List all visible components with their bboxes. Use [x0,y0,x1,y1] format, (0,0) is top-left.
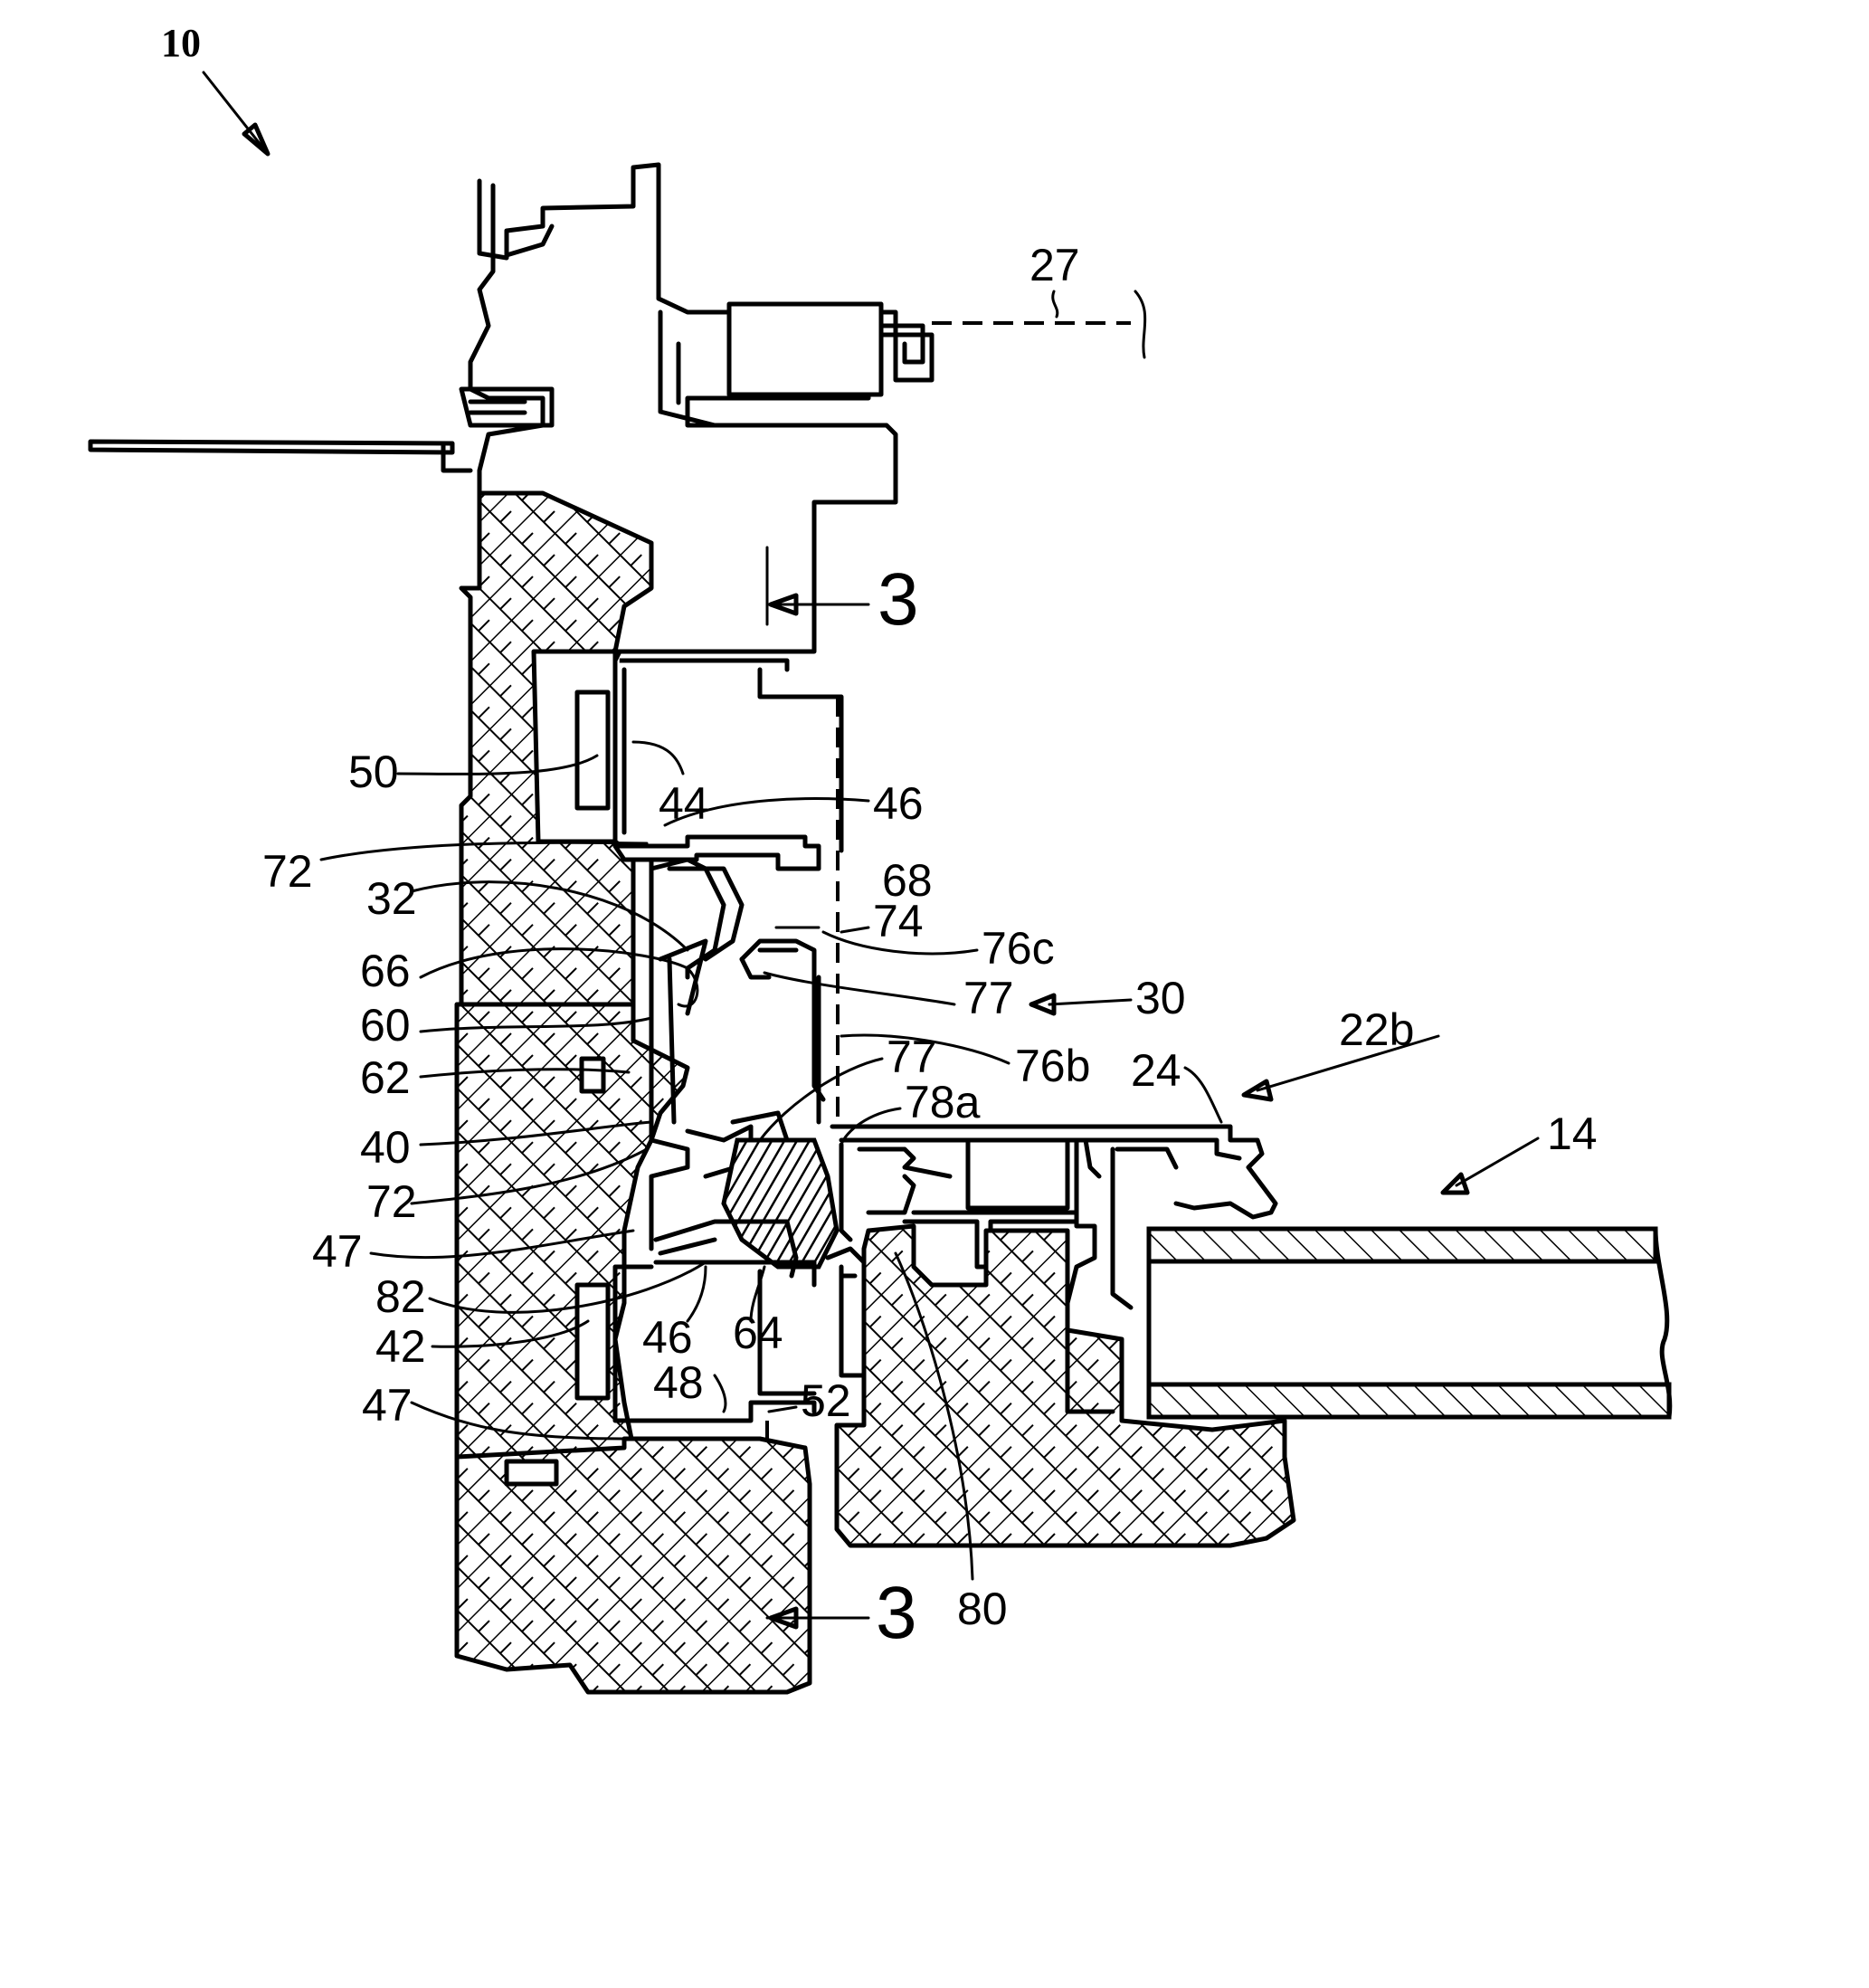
label-27: 27 [1029,240,1080,290]
label-77-top: 77 [963,973,1014,1023]
label-62: 62 [360,1052,411,1103]
label-60: 60 [360,1000,411,1051]
label-48: 48 [653,1357,704,1408]
glass-pane-lower [1149,1384,1669,1417]
sash-chamber [968,1140,1067,1208]
sill-slot [507,1461,556,1484]
label-32: 32 [366,873,417,924]
label-44: 44 [659,778,709,829]
label-14: 14 [1547,1108,1598,1159]
label-72-bottom: 72 [366,1176,417,1227]
label-66: 66 [360,946,411,996]
sash-upper-tube [615,652,841,869]
gasket-82 [724,1140,837,1267]
label-10: 10 [161,21,201,65]
label-47-bottom: 47 [362,1380,413,1431]
label-24: 24 [1131,1045,1181,1096]
label-82: 82 [375,1271,426,1322]
label-72-top: 72 [262,846,313,897]
label-76c: 76c [982,923,1055,974]
label-50: 50 [348,747,399,797]
fastener-slot-62 [582,1059,603,1091]
label-78a: 78a [905,1077,981,1127]
label-76b: 76b [1015,1041,1090,1091]
label-3-top: 3 [878,558,919,641]
label-47-top: 47 [312,1226,363,1277]
label-64: 64 [733,1308,783,1358]
glass-unit-14 [1149,1229,1670,1417]
label-80: 80 [957,1584,1008,1634]
label-40: 40 [360,1122,411,1173]
sill-wood [457,1439,810,1692]
label-42: 42 [375,1321,426,1372]
kerf-slot-50 [577,692,608,808]
head-hollow-chamber [729,304,881,395]
label-46-bottom: 46 [642,1312,693,1363]
label-30: 30 [1135,973,1186,1023]
label-52: 52 [801,1375,851,1426]
label-74: 74 [873,896,924,946]
label-46-top: 46 [873,778,924,829]
label-3-bottom: 3 [876,1572,917,1654]
glass-pane-upper [1149,1229,1656,1261]
